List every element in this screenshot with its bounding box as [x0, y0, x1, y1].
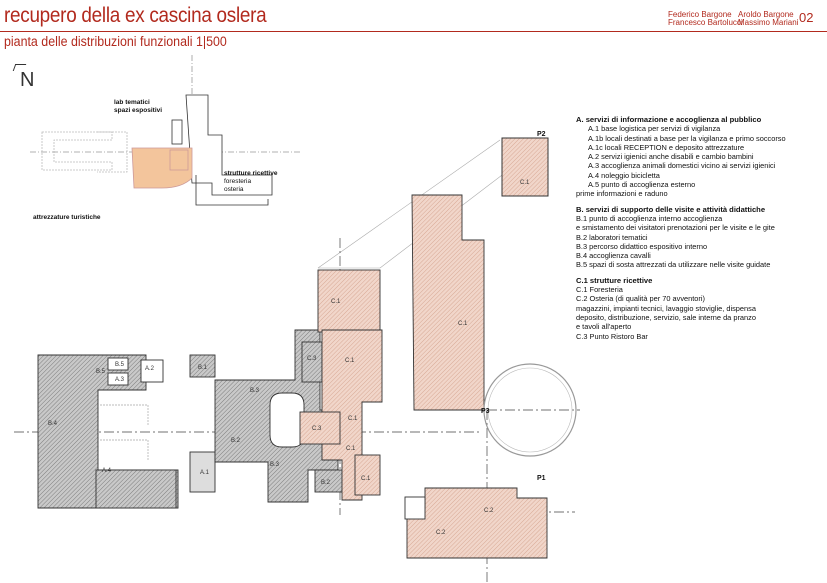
legend-item: A.2 servizi igienici anche disabili e ca… [588, 152, 754, 162]
legend-item: A.1c locali RECEPTION e deposito attrezz… [588, 142, 745, 152]
author-name: Federico Bargone [668, 10, 732, 19]
legend-item: A.1 base logistica per servizi di vigila… [588, 124, 721, 134]
room-label: B.2 [321, 480, 331, 486]
building-p1 [404, 487, 548, 559]
legend-item: deposito, distribuzione, servizio, sale … [576, 312, 756, 322]
building-p3 [411, 194, 485, 411]
room-label: B.3 [270, 462, 280, 468]
room-label: C.1 [348, 416, 358, 422]
legend-heading: B. servizi di supporto delle visite e at… [576, 204, 766, 214]
room-label: B.3 [250, 388, 260, 394]
legend-item: C.3 Punto Ristoro Bar [576, 331, 648, 341]
room-labels: B.5 B.5 A.3 A.2 B.1 B.4 A.4 A.1 B.3 B.2 … [48, 131, 546, 536]
site-label-attrezzature: attrezzature turistiche [33, 214, 101, 221]
building-west [37, 354, 216, 509]
legend-heading: A. servizi di informazione e accoglienza… [576, 115, 762, 124]
roundabout [483, 363, 577, 457]
legend-heading: C.1 strutture ricettive [576, 275, 653, 285]
room-label: C.1 [346, 446, 356, 452]
room-label: B.5 [115, 362, 125, 368]
room-label: C.1 [345, 358, 355, 364]
header-divider [0, 31, 827, 32]
legend-item: C.1 Foresteria [576, 285, 623, 295]
plan-label-p2: P2 [537, 131, 546, 138]
room-label: A.3 [115, 377, 125, 383]
legend-item: C.2 Osteria (di qualità per 70 avventori… [576, 294, 705, 304]
author-name: Francesco Bartolucci [668, 18, 743, 27]
legend-item: B.3 percorso didattico espositivo intern… [576, 241, 708, 251]
legend-item: B.4 accoglienza cavalli [576, 251, 651, 261]
room-label: A.1 [200, 470, 210, 476]
legend-item: A.1b locali destinati a base per la vigi… [588, 133, 786, 143]
room-label: A.2 [145, 366, 155, 372]
legend-item: B.5 spazi di sosta attrezzati da utilizz… [576, 260, 771, 270]
legend-item: B.2 laboratori tematici [576, 232, 648, 242]
room-label: C.3 [312, 426, 322, 432]
plan-label-p1: P1 [537, 475, 546, 482]
legend-item: e tavoli all'aperto [576, 322, 632, 332]
legend-item: B.1 punto di accoglienza interno accogli… [576, 213, 723, 223]
function-legend: A. servizi di informazione e accoglienza… [576, 115, 821, 341]
legend-item: magazzini, impianti tecnici, lavaggio st… [576, 303, 756, 313]
authors-column-1: Federico Bargone Francesco Bartolucci [668, 11, 743, 27]
room-label: B.1 [198, 365, 208, 371]
legend-item: A.4 noleggio bicicletta [588, 170, 660, 180]
author-name: Aroldo Bargone [738, 10, 794, 19]
legend-item: A.3 accoglienza animali domestici vicino… [588, 161, 776, 171]
room-label: A.4 [102, 468, 112, 474]
room-label: C.1 [520, 180, 530, 186]
legend-item: e smistamento dei visitatori prenotazion… [576, 223, 775, 233]
room-label: C.1 [331, 299, 341, 305]
authors-column-2: Aroldo Bargone Massimo Mariani [738, 11, 798, 27]
site-key-plan [30, 55, 300, 206]
page-number: 02 [799, 10, 814, 25]
room-label: C.2 [484, 508, 494, 514]
building-p2 [501, 137, 549, 197]
room-label: C.1 [458, 321, 468, 327]
building-central [214, 329, 346, 503]
page-subtitle: pianta delle distribuzioni funzionali 1|… [4, 34, 227, 49]
north-label: N [20, 69, 35, 91]
room-label: C.3 [307, 356, 317, 362]
room-label: B.4 [48, 421, 58, 427]
room-label: B.2 [231, 438, 241, 444]
building-central-c [299, 269, 383, 501]
room-label: C.1 [361, 476, 371, 482]
room-label: C.2 [436, 530, 446, 536]
legend-item: A.5 punto di accoglienza esterno [588, 180, 696, 190]
room-label: B.5 [96, 369, 106, 375]
page-title: recupero della ex cascina oslera [4, 4, 267, 27]
legend-item: prime informazioni e raduno [576, 189, 668, 199]
author-name: Massimo Mariani [738, 18, 799, 27]
plan-label-p3: P3 [481, 408, 490, 415]
